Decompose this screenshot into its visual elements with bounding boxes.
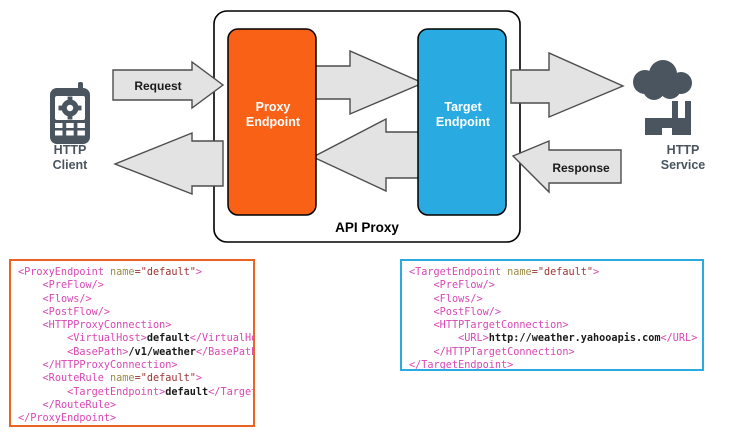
request-arrow — [112, 60, 225, 110]
proxy-to-target-arrow — [312, 49, 425, 116]
proxy-endpoint-box[interactable] — [227, 28, 317, 216]
api-proxy-title: API Proxy — [335, 220, 399, 235]
http-client-caption: HTTP Client — [52, 143, 88, 172]
target-to-service-arrow — [510, 51, 625, 119]
http-service-caption: HTTP Service — [660, 143, 706, 172]
response-arrow-label: Response — [552, 161, 610, 175]
response-arrow — [511, 139, 622, 194]
target-endpoint-config-block[interactable]: <TargetEndpoint name="default"> <PreFlow… — [400, 259, 704, 371]
proxy-endpoint-config-block[interactable]: <ProxyEndpoint name="default"> <PreFlow/… — [9, 259, 255, 427]
client-return-arrow — [113, 131, 224, 196]
diagram-canvas — [50, 10, 692, 243]
mobile-phone-gear-icon — [50, 82, 90, 144]
target-to-proxy-arrow — [311, 117, 424, 193]
api-proxy-diagram: Proxy Endpoint Target Endpoint API Proxy… — [50, 10, 706, 243]
target-endpoint-box[interactable] — [417, 28, 507, 216]
cloud-factory-icon — [633, 60, 692, 136]
request-arrow-label: Request — [134, 79, 182, 93]
